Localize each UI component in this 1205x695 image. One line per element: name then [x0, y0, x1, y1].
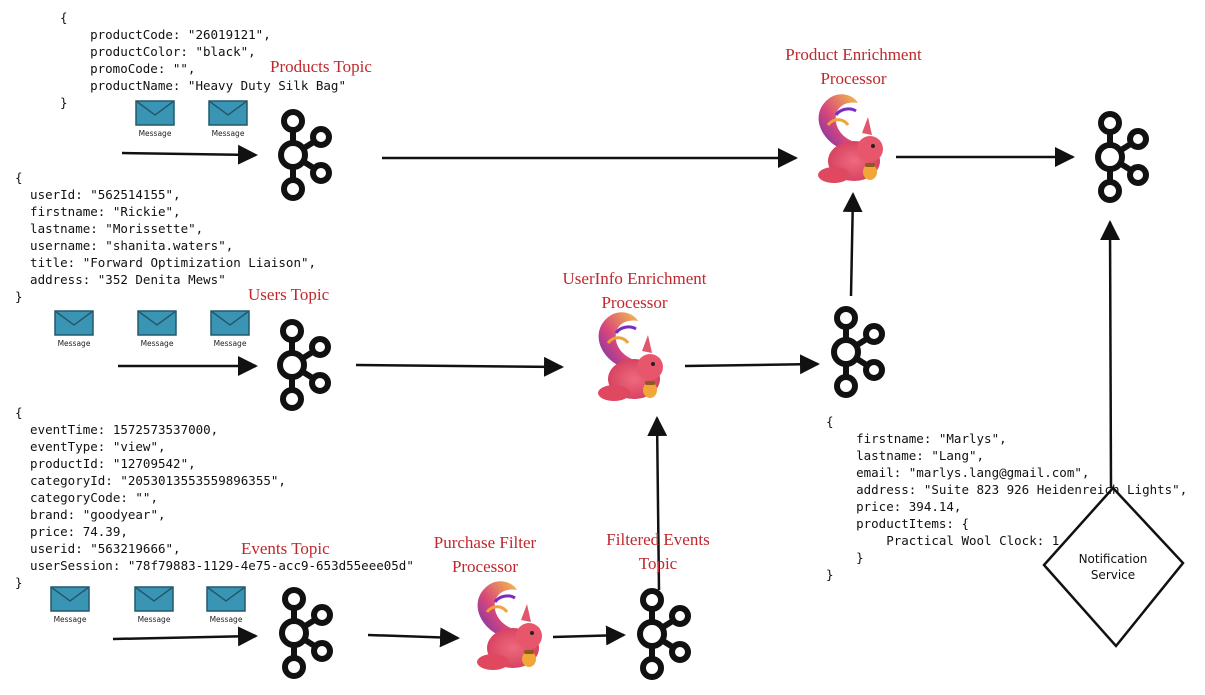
arrows — [112, 144, 1121, 648]
events-topic-title: Events Topic — [241, 539, 330, 558]
message-icon: Message — [129, 586, 179, 628]
events-json-sample: { eventTime: 1572573537000, eventType: "… — [15, 405, 414, 590]
users-json-sample: { userId: "562514155", firstname: "Ricki… — [15, 170, 317, 304]
products-json-sample: { productCode: "26019121", productColor:… — [60, 10, 346, 110]
message-icon: Message — [205, 310, 255, 352]
message-icon: Message — [201, 586, 251, 628]
notification-service-diamond — [1042, 486, 1185, 648]
arrow-users-to-userinfo-processor — [355, 356, 564, 377]
product-enrichment-processor-title: Product Enrichment Processor — [785, 45, 922, 88]
kafka-icon-events — [282, 590, 330, 676]
arrow-filter-to-filtered — [552, 625, 626, 646]
arrow-userinfo-processor-to-enriched — [684, 354, 820, 375]
arrow-events-to-filter — [367, 627, 460, 648]
kafka-icon-users — [280, 322, 328, 408]
arrow-enriched-to-product-processor — [842, 192, 863, 297]
flink-squirrel-icon-userinfo-processor — [596, 310, 665, 403]
message-icon: Message — [203, 100, 253, 142]
enriched-order-json-sample: { firstname: "Marlys", lastname: "Lang",… — [826, 414, 1188, 582]
kafka-icon-enriched — [834, 309, 882, 395]
products-topic-title: Products Topic — [270, 57, 372, 76]
message-icon: Message — [132, 310, 182, 352]
flink-squirrel-icon-filter-processor — [475, 579, 544, 672]
arrow-products-input — [121, 144, 258, 165]
notification-service-label: Notification Service — [1078, 552, 1148, 582]
arrow-notification-to-output — [1100, 220, 1121, 489]
userinfo-enrichment-processor-title: UserInfo Enrichment Processor — [562, 269, 707, 312]
message-icon: Message — [130, 100, 180, 142]
kafka-icon-output — [1098, 114, 1146, 200]
flink-squirrel-icon-product-processor — [816, 92, 885, 185]
users-topic-title: Users Topic — [248, 285, 330, 304]
message-icon: Message — [49, 310, 99, 352]
purchase-filter-processor-title: Purchase Filter Processor — [433, 533, 537, 576]
kafka-icon-filtered-events — [640, 591, 688, 677]
message-icon: Message — [45, 586, 95, 628]
arrow-filtered-to-userinfo-processor — [647, 416, 668, 591]
arrow-events-input — [112, 626, 258, 647]
filtered-events-topic-title: Filtered Events Topic — [606, 530, 710, 573]
